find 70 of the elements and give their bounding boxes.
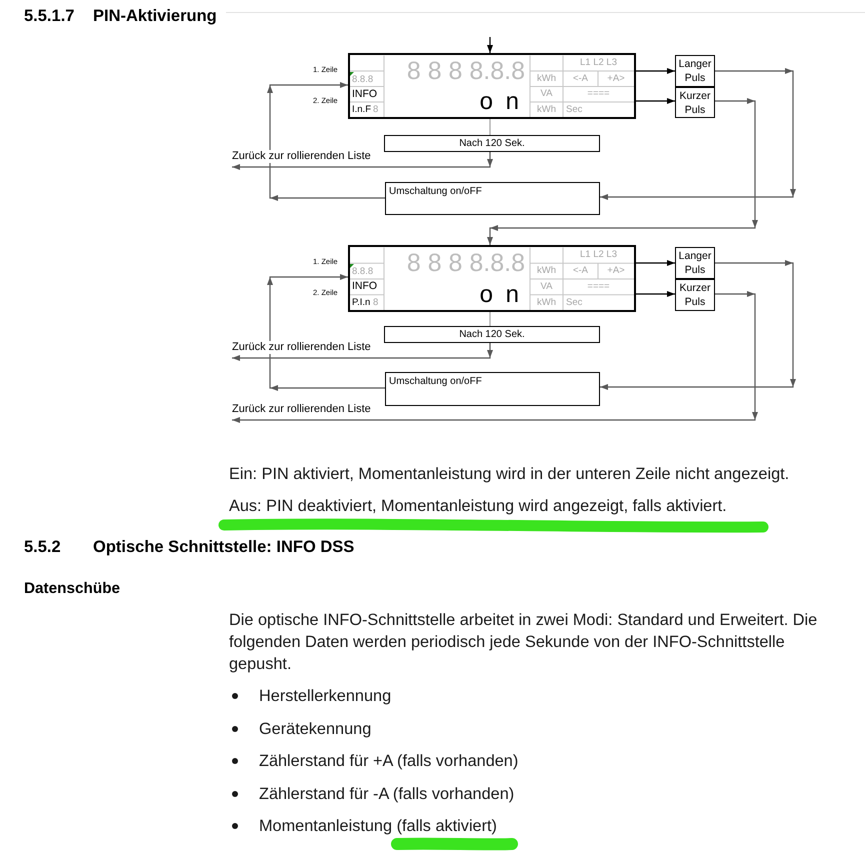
- arrow: [636, 260, 675, 266]
- process-box: [384, 326, 600, 343]
- list-item-text: Gerätekennung: [259, 719, 372, 739]
- unit-label: kWh: [537, 104, 556, 115]
- arrow: [267, 82, 385, 201]
- arrow: [487, 98, 758, 245]
- process-box: [384, 135, 600, 152]
- arrow: [600, 68, 796, 200]
- display-value: o n: [480, 280, 522, 308]
- direction-label: +A>: [607, 265, 625, 276]
- arrow: [487, 37, 493, 53]
- arrow: [636, 291, 675, 297]
- list-item-text: Zählerstand für -A (falls vorhanden): [259, 784, 514, 804]
- direction-label: +A>: [607, 72, 625, 84]
- unit-label: kWh: [537, 265, 556, 276]
- bar-indicator: ====: [587, 280, 610, 292]
- arrow: [267, 274, 385, 391]
- menu-code: P.I.n: [352, 296, 370, 308]
- unit-label: Sec: [566, 104, 582, 115]
- connector-line: [489, 312, 491, 326]
- segment-digits: 8: [373, 104, 378, 115]
- step-label: Umschaltung on/oFF: [389, 376, 482, 388]
- unit-label: VA: [540, 88, 552, 100]
- lcd-display: [348, 53, 636, 119]
- unit-label: Sec: [566, 296, 582, 308]
- unit-label: kWh: [537, 296, 556, 308]
- process-box: [385, 182, 600, 215]
- phase-label: L1 L2 L3: [580, 57, 617, 68]
- body-text: Die optische INFO-Schnittstelle arbeitet in zwei Modi: Standard und Erweitert. Die folgenden Daten werden periodisch jede Sekunde von der INFO-Schnittstelle gepusht.: [229, 610, 818, 675]
- section-heading: 5.5.2 Optische Schnittstelle: INFO DSS: [24, 537, 354, 558]
- step-label: Kurzer Puls: [678, 281, 712, 309]
- arrow: [232, 152, 493, 170]
- connector-line: [489, 119, 491, 135]
- direction-label: <-A: [572, 265, 588, 276]
- segment-digits: 8.8.8: [352, 74, 374, 85]
- body-text: Ein: PIN aktiviert, Momentanleistung wird in der unteren Zeile nicht angezeigt.: [229, 464, 790, 484]
- phase-label: L1 L2 L3: [580, 249, 617, 260]
- arrow: [636, 98, 675, 104]
- list-item-text: Momentanleistung (falls aktiviert): [259, 816, 497, 836]
- edge-label: Zurück zur rollierenden Liste: [232, 150, 371, 163]
- section-heading: 5.5.1.7 PIN-Aktivierung: [24, 6, 217, 26]
- segment-digits: 8: [373, 296, 378, 308]
- lcd-display: [348, 245, 636, 312]
- step-label: Langer Puls: [678, 57, 712, 85]
- menu-label: INFO: [352, 280, 378, 292]
- direction-label: <-A: [572, 72, 588, 84]
- segment-digits: 8 8 8 8.8.8: [406, 248, 525, 277]
- edge-label: Zurück zur rollierenden Liste: [232, 341, 371, 354]
- unit-label: VA: [540, 280, 552, 292]
- body-text: Aus: PIN deaktiviert, Momentanleistung wird angezeigt, falls aktiviert.: [229, 496, 727, 516]
- step-label: Nach 120 Sek.: [459, 138, 525, 150]
- arrow: [636, 68, 675, 74]
- process-box: [385, 372, 600, 406]
- segment-digits: 8 8 8 8.8.8: [406, 56, 525, 84]
- arrow: [232, 343, 493, 361]
- display-value: o n: [480, 88, 522, 115]
- step-label: Nach 120 Sek.: [459, 328, 525, 340]
- list-item-text: Herstellerkennung: [259, 686, 392, 706]
- arrow: [232, 291, 758, 423]
- subheading: Datenschübe: [24, 579, 120, 598]
- unit-label: kWh: [537, 72, 556, 84]
- list-item-text: Zählerstand für +A (falls vorhanden): [259, 751, 518, 771]
- step-label: Umschaltung on/oFF: [389, 186, 482, 198]
- step-label: Kurzer Puls: [678, 88, 712, 116]
- step-label: Langer Puls: [678, 249, 712, 277]
- arrow: [600, 260, 796, 390]
- menu-code: I.n.F: [352, 104, 372, 115]
- bar-indicator: ====: [587, 88, 610, 100]
- segment-digits: 8.8.8: [352, 266, 374, 278]
- menu-label: INFO: [352, 88, 378, 100]
